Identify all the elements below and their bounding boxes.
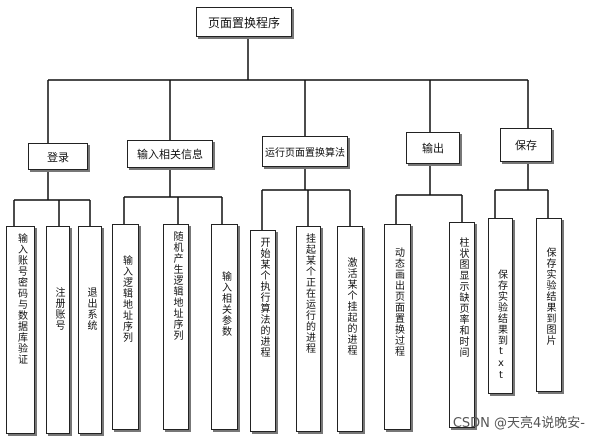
leaf-input-params-label: 输入相关参数 [219, 271, 231, 337]
leaf-register-label: 注册账号 [53, 287, 64, 331]
leaf-start-process: 开始某个执行算法的进程 [250, 230, 276, 432]
module-input-info: 输入相关信息 [127, 140, 213, 168]
leaf-register: 注册账号 [46, 226, 70, 434]
module-save-label: 保存 [515, 139, 537, 152]
leaf-random-address: 随机产生逻辑地址序列 [163, 224, 189, 430]
leaf-exit-label: 退出系统 [85, 287, 96, 331]
leaf-input-address-label: 输入逻辑地址序列 [120, 255, 132, 343]
leaf-draw-replacement-label: 动态画出页面置换过程 [392, 247, 404, 357]
leaf-verify-account: 输入账号密码与数据库验证 [6, 226, 35, 434]
leaf-save-txt-label: 保存实验结果到txt [495, 269, 507, 382]
leaf-bar-chart: 柱状图显示缺页率和时间 [449, 222, 475, 428]
module-input-info-label: 输入相关信息 [137, 148, 203, 161]
leaf-random-address-label: 随机产生逻辑地址序列 [171, 231, 182, 341]
leaf-draw-replacement: 动态画出页面置换过程 [384, 224, 411, 430]
watermark: CSDN @天亮4说晚安- [452, 416, 585, 431]
module-login: 登录 [28, 143, 88, 170]
root-node: 页面置换程序 [196, 7, 292, 37]
leaf-activate-process: 激活某个挂起的进程 [337, 226, 363, 432]
module-output: 输出 [406, 132, 460, 164]
leaf-verify-account-label: 输入账号密码与数据库验证 [15, 233, 27, 365]
module-run-algorithm-label: 运行页面置换算法 [265, 148, 345, 159]
leaf-save-txt: 保存实验结果到txt [488, 218, 513, 394]
leaf-suspend-process: 挂起某个正在运行的进程 [296, 226, 321, 432]
module-output-label: 输出 [422, 142, 444, 155]
leaf-save-image: 保存实验结果到图片 [536, 218, 562, 392]
module-login-label: 登录 [47, 150, 69, 164]
leaf-bar-chart-label: 柱状图显示缺页率和时间 [457, 237, 468, 358]
leaf-input-params: 输入相关参数 [211, 224, 238, 430]
leaf-input-address: 输入逻辑地址序列 [112, 224, 139, 430]
leaf-suspend-process-label: 挂起某个正在运行的进程 [303, 233, 315, 354]
leaf-exit: 退出系统 [78, 226, 102, 434]
leaf-start-process-label: 开始某个执行算法的进程 [258, 237, 269, 358]
module-save: 保存 [500, 128, 552, 162]
root-label: 页面置换程序 [207, 15, 280, 30]
leaf-activate-process-label: 激活某个挂起的进程 [345, 257, 356, 356]
leaf-save-image-label: 保存实验结果到图片 [544, 247, 555, 346]
module-run-algorithm: 运行页面置换算法 [262, 136, 348, 167]
